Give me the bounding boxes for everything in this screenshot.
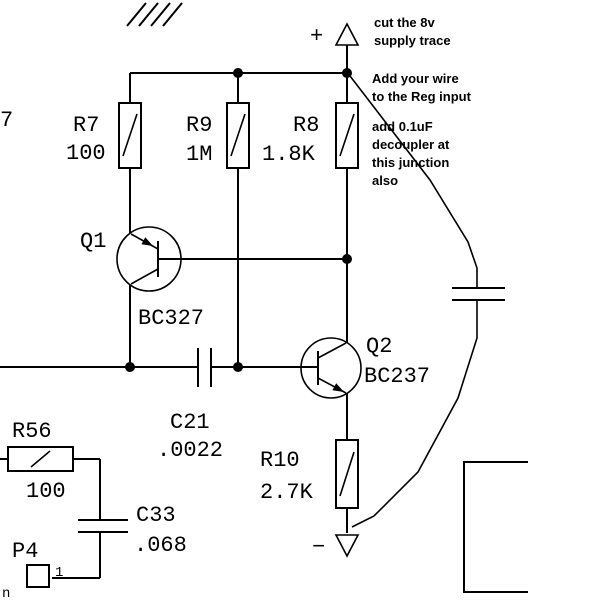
pin-number-label: 1 bbox=[55, 565, 63, 581]
ref-label: C33 bbox=[136, 503, 176, 528]
annotation-cut-supply: cut the 8v supply trace bbox=[374, 15, 451, 48]
junction-dot bbox=[342, 254, 352, 264]
annotation-line: this junction bbox=[372, 155, 449, 170]
hatch-marks-icon bbox=[126, 2, 183, 27]
capacitor-c33: C33 .068 bbox=[78, 503, 187, 558]
resistor-slash bbox=[122, 113, 138, 157]
capacitor-c21: C21 .0022 bbox=[157, 348, 223, 463]
ground-symbol: − bbox=[312, 534, 360, 560]
value-label: 1.8K bbox=[262, 142, 316, 167]
plus-label: + bbox=[310, 24, 323, 49]
collector-lead bbox=[317, 342, 347, 359]
annotation-line: also bbox=[372, 173, 398, 188]
hatch-line bbox=[162, 2, 183, 27]
resistor-body bbox=[7, 446, 74, 472]
annotation-decoupler: add 0.1uF decoupler at this junction als… bbox=[372, 119, 450, 188]
value-label: 1M bbox=[186, 142, 212, 167]
ref-label: P4 bbox=[12, 539, 38, 564]
resistor-r7: R7 100 bbox=[66, 102, 142, 169]
resistor-slash bbox=[30, 450, 51, 468]
value-label: 100 bbox=[66, 141, 106, 166]
part-label: BC327 bbox=[138, 306, 204, 331]
junction-dot bbox=[125, 362, 135, 372]
transistor-body bbox=[300, 337, 362, 399]
value-label: 100 bbox=[26, 479, 66, 504]
part-label: BC237 bbox=[364, 364, 430, 389]
annotation-line: cut the 8v bbox=[374, 15, 435, 30]
connector-p4: P4 1 bbox=[12, 539, 63, 588]
resistor-slash bbox=[339, 113, 355, 157]
connector-pin-box bbox=[26, 564, 50, 588]
resistor-body bbox=[118, 102, 142, 169]
resistor-r8: R8 1.8K bbox=[262, 102, 359, 169]
ref-label: R56 bbox=[12, 419, 52, 444]
value-label: .068 bbox=[134, 533, 187, 558]
resistor-r10: R10 2.7K bbox=[260, 439, 359, 509]
ground-triangle-icon bbox=[334, 534, 360, 558]
value-label: .0022 bbox=[157, 438, 223, 463]
ref-label: Q2 bbox=[366, 334, 392, 359]
wire-reg-input-bottom bbox=[351, 300, 478, 528]
partial-label-bottom-left: n bbox=[2, 586, 10, 602]
annotation-line: decoupler at bbox=[372, 137, 450, 152]
hatch-line bbox=[138, 2, 159, 27]
junction-dots bbox=[125, 68, 352, 372]
resistor-slash bbox=[230, 113, 246, 157]
supply-triangle-icon bbox=[334, 22, 360, 46]
capacitor-right bbox=[452, 287, 505, 301]
annotation-line: add 0.1uF bbox=[372, 119, 433, 134]
resistor-r9: R9 1M bbox=[186, 102, 250, 169]
ref-label: R10 bbox=[260, 448, 300, 473]
ref-label: C21 bbox=[170, 410, 210, 435]
resistor-body bbox=[335, 439, 359, 509]
ref-label: Q1 bbox=[80, 229, 106, 254]
value-label: 2.7K bbox=[260, 480, 314, 505]
junction-dot bbox=[342, 68, 352, 78]
transistor-q2: Q2 BC237 bbox=[300, 334, 430, 399]
partial-bracket bbox=[463, 461, 528, 593]
npn-arrow-icon bbox=[332, 383, 344, 392]
pnp-arrow-icon bbox=[141, 237, 153, 246]
transistor-body bbox=[116, 226, 182, 292]
annotation-add-wire: Add your wire to the Reg input bbox=[372, 71, 472, 104]
annotation-line: supply trace bbox=[374, 33, 451, 48]
transistor-q1: Q1 BC327 bbox=[80, 226, 204, 331]
hatch-line bbox=[126, 2, 147, 27]
resistor-body bbox=[335, 102, 359, 169]
ref-label: R7 bbox=[73, 113, 99, 138]
resistor-body bbox=[226, 102, 250, 169]
wire-r56-c33-p4 bbox=[0, 458, 101, 579]
resistor-slash bbox=[339, 451, 355, 497]
supply-symbol: + bbox=[310, 22, 360, 103]
wire-reg-input-top bbox=[349, 75, 478, 288]
minus-label: − bbox=[312, 535, 325, 560]
annotation-line: Add your wire bbox=[372, 71, 459, 86]
junction-dot bbox=[233, 68, 243, 78]
ref-label: R8 bbox=[293, 113, 319, 138]
hatch-line bbox=[150, 2, 171, 27]
collector-lead bbox=[130, 268, 159, 285]
junction-dot bbox=[233, 362, 243, 372]
partial-label-left-edge: 7 bbox=[0, 108, 13, 133]
ref-label: R9 bbox=[186, 113, 212, 138]
resistor-r56: R56 100 bbox=[7, 419, 74, 504]
annotation-line: to the Reg input bbox=[372, 89, 472, 104]
